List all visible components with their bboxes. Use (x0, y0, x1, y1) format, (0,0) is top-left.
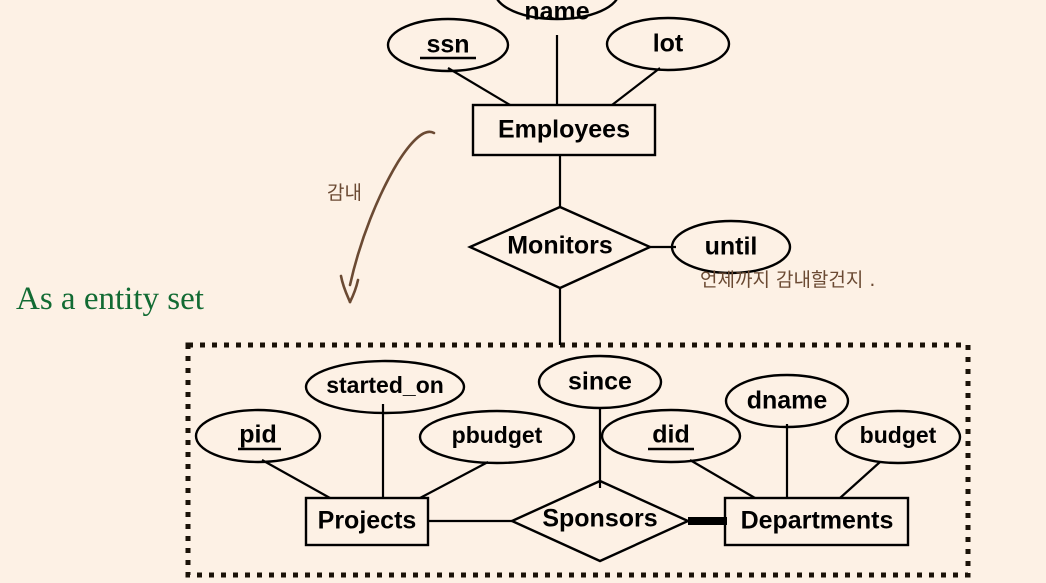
entity-departments[interactable]: Departments (723, 496, 910, 547)
attribute-until[interactable]: until (670, 219, 792, 275)
attribute-until-label: until (705, 233, 758, 261)
aggregation-annotation: As a entity set (16, 281, 204, 317)
attribute-pbudget-label: pbudget (452, 422, 543, 448)
attribute-ssn[interactable]: ssn (386, 17, 510, 73)
relationship-monitors[interactable]: Monitors (467, 205, 653, 290)
attribute-lot-label: lot (653, 30, 684, 58)
attribute-budget-label: budget (860, 422, 937, 448)
entity-projects[interactable]: Projects (304, 496, 430, 547)
attribute-since-label: since (568, 368, 632, 396)
attribute-started-on-label: started_on (326, 372, 444, 398)
attribute-dname[interactable]: dname (724, 373, 850, 429)
link-ssn-employees (447, 67, 511, 106)
attribute-pid-label: pid (239, 421, 277, 449)
attribute-started-on[interactable]: started_on (304, 359, 466, 415)
attribute-lot[interactable]: lot (605, 16, 731, 72)
entity-employees[interactable]: Employees (471, 103, 657, 157)
entity-employees-label: Employees (498, 116, 630, 144)
attribute-pbudget[interactable]: pbudget (418, 409, 576, 465)
handwritten-arrow-note: 감내 (327, 182, 362, 204)
attribute-did[interactable]: did (600, 408, 742, 464)
attribute-dname-label: dname (747, 387, 828, 415)
link-pbudget-projects (419, 461, 489, 499)
relationship-sponsors[interactable]: Sponsors (509, 479, 691, 563)
entity-projects-label: Projects (318, 507, 417, 535)
attribute-pid[interactable]: pid (194, 408, 322, 464)
entity-departments-label: Departments (741, 507, 894, 535)
handwritten-arrow (339, 130, 436, 304)
attribute-did-label: did (652, 421, 690, 449)
attribute-since[interactable]: since (537, 354, 663, 410)
link-budget-departments (839, 461, 881, 499)
relationship-sponsors-label: Sponsors (542, 505, 657, 533)
handwritten-until-note: 언제까지 감내할건지 . (700, 269, 876, 291)
attribute-ssn-label: ssn (426, 31, 469, 59)
relationship-monitors-label: Monitors (507, 232, 613, 260)
link-pid-projects (261, 459, 331, 499)
link-did-departments (689, 459, 756, 499)
link-lot-employees (611, 67, 661, 106)
attribute-budget[interactable]: budget (834, 409, 962, 465)
attribute-name[interactable]: name (495, 0, 619, 26)
attribute-name-label: name (524, 0, 589, 26)
